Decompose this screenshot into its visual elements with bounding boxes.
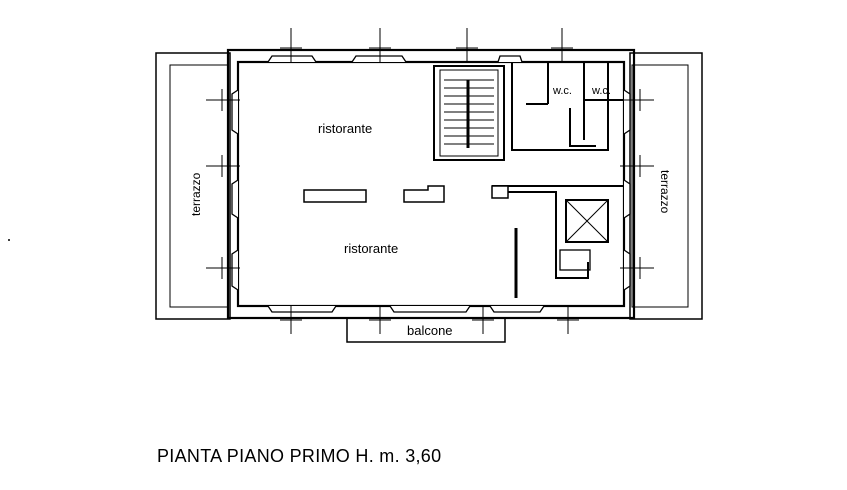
room-label-ristorante-top: ristorante (318, 121, 372, 136)
label-terrazzo-right: terrazzo (658, 170, 672, 214)
counters (303, 185, 509, 203)
window-recesses (231, 55, 631, 313)
staircase (444, 79, 494, 148)
room-label-wc-right: w.c. (591, 85, 611, 97)
label-balcone: balcone (407, 323, 453, 338)
terrace-right-inner (631, 64, 689, 308)
label-terrazzo-left: terrazzo (189, 172, 203, 216)
plan-title: PIANTA PIANO PRIMO H. m. 3,60 (157, 446, 442, 466)
room-label-wc-left: w.c. (552, 85, 572, 97)
interior-walls (433, 62, 624, 298)
grid-axes (206, 28, 654, 334)
room-label-ristorante-bottom: ristorante (344, 241, 398, 256)
terrace-left (155, 52, 231, 320)
